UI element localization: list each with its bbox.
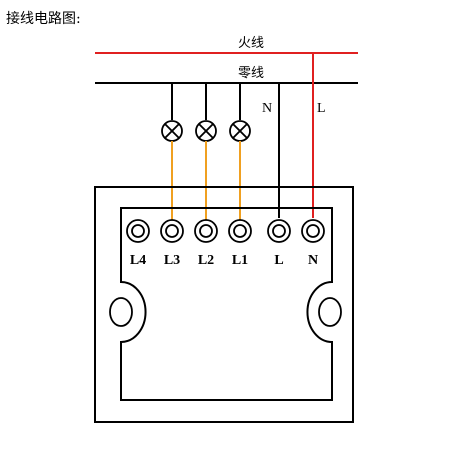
- terminal-label-l: L: [274, 253, 283, 268]
- terminal-label-l3: L3: [164, 253, 180, 268]
- terminal-l2-icon: [194, 219, 218, 243]
- left-mounting-hole-icon: [109, 297, 133, 327]
- right-mounting-hole-icon: [318, 297, 342, 327]
- terminal-label-l2: L2: [198, 253, 214, 268]
- switch-outer-frame: [94, 186, 354, 423]
- l-drop-label: L: [317, 101, 326, 116]
- neutral-wire-label: 零线: [238, 66, 264, 81]
- terminal-label-l1: L1: [232, 253, 248, 268]
- lamp-3-icon: [229, 120, 251, 142]
- live-wire-label: 火线: [238, 36, 264, 51]
- lamp-2-icon: [195, 120, 217, 142]
- terminal-l1-icon: [228, 219, 252, 243]
- n-drop-label: N: [262, 101, 272, 116]
- diagram-title: 接线电路图:: [6, 11, 81, 27]
- terminal-label-n: N: [308, 253, 318, 268]
- terminal-label-l4: L4: [130, 253, 146, 268]
- terminal-l3-icon: [160, 219, 184, 243]
- switch-inner-panel: [120, 207, 333, 401]
- terminal-l-icon: [267, 219, 291, 243]
- lamp-1-icon: [161, 120, 183, 142]
- terminal-l4-icon: [126, 219, 150, 243]
- terminal-n-icon: [301, 219, 325, 243]
